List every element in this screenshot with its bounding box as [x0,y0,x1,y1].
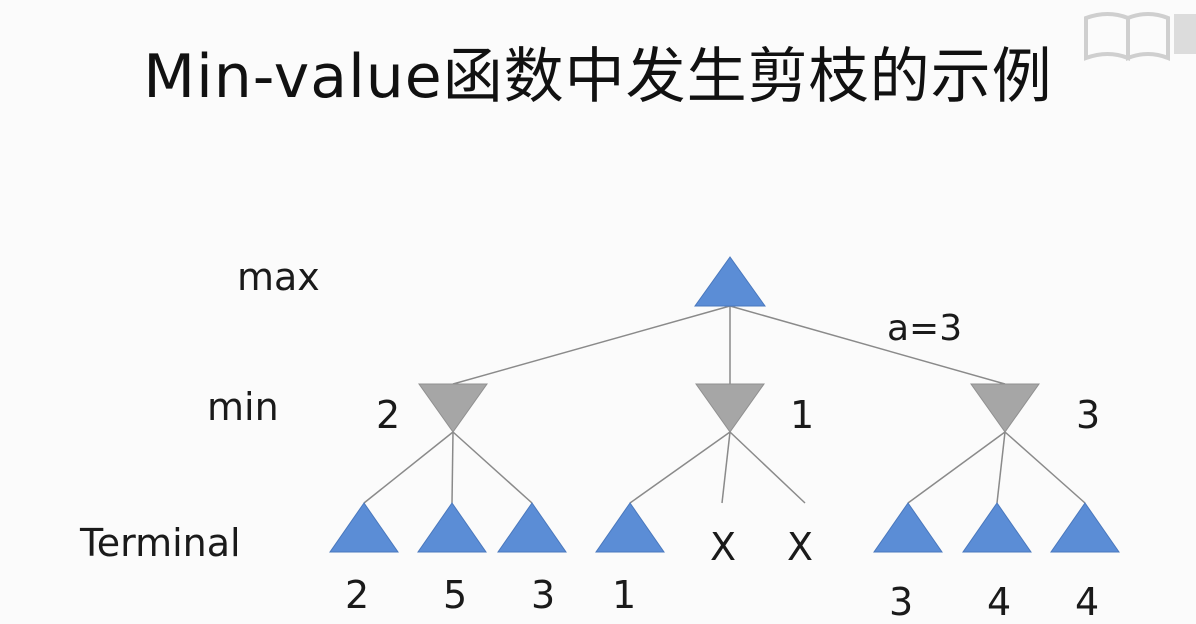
edge-min3-t9 [1004,431,1086,504]
page-title: Min-value函数中发生剪枝的示例 [143,42,1053,112]
terminal-node-2 [417,502,487,553]
level-label-max: max [237,255,320,299]
min-value-3: 3 [1076,393,1100,437]
edge-min1-t1 [363,431,454,504]
min-node-2 [695,383,765,433]
terminal-value-1: 2 [345,573,369,617]
terminal-node-4 [595,502,665,553]
terminal-value-8: 4 [987,580,1011,624]
terminal-value-3: 3 [531,573,555,617]
min-node-3 [970,383,1040,433]
edge-min1-t2 [451,431,454,504]
pruned-marker-2: X [787,525,813,569]
edge-min3-t7 [907,431,1006,504]
terminal-node-1 [329,502,399,553]
terminal-node-8 [962,502,1032,553]
edge-min1-t3 [452,431,533,504]
terminal-value-2: 5 [443,573,467,617]
terminal-node-7 [873,502,943,553]
terminal-node-9 [1050,502,1120,553]
min-value-1: 2 [376,393,400,437]
alpha-label: a=3 [887,308,962,349]
pruned-marker-1: X [710,525,736,569]
terminal-value-4: 1 [612,573,636,617]
edge-min2-t4 [629,431,731,504]
edge-min2-pruned1 [721,431,731,504]
terminal-node-3 [497,502,567,553]
min-node-1 [418,383,488,433]
edge-root-min3 [729,305,1006,385]
min-value-2: 1 [790,393,814,437]
edge-min2-pruned2 [729,431,806,504]
terminal-value-7: 3 [889,580,913,624]
level-label-terminal: Terminal [79,521,241,565]
level-label-min: min [207,385,279,429]
edge-min3-t8 [996,431,1006,504]
max-node [694,256,766,307]
watermark-logo-icon [1084,12,1196,61]
terminal-value-9: 4 [1075,580,1099,624]
edge-root-min1 [452,305,731,385]
